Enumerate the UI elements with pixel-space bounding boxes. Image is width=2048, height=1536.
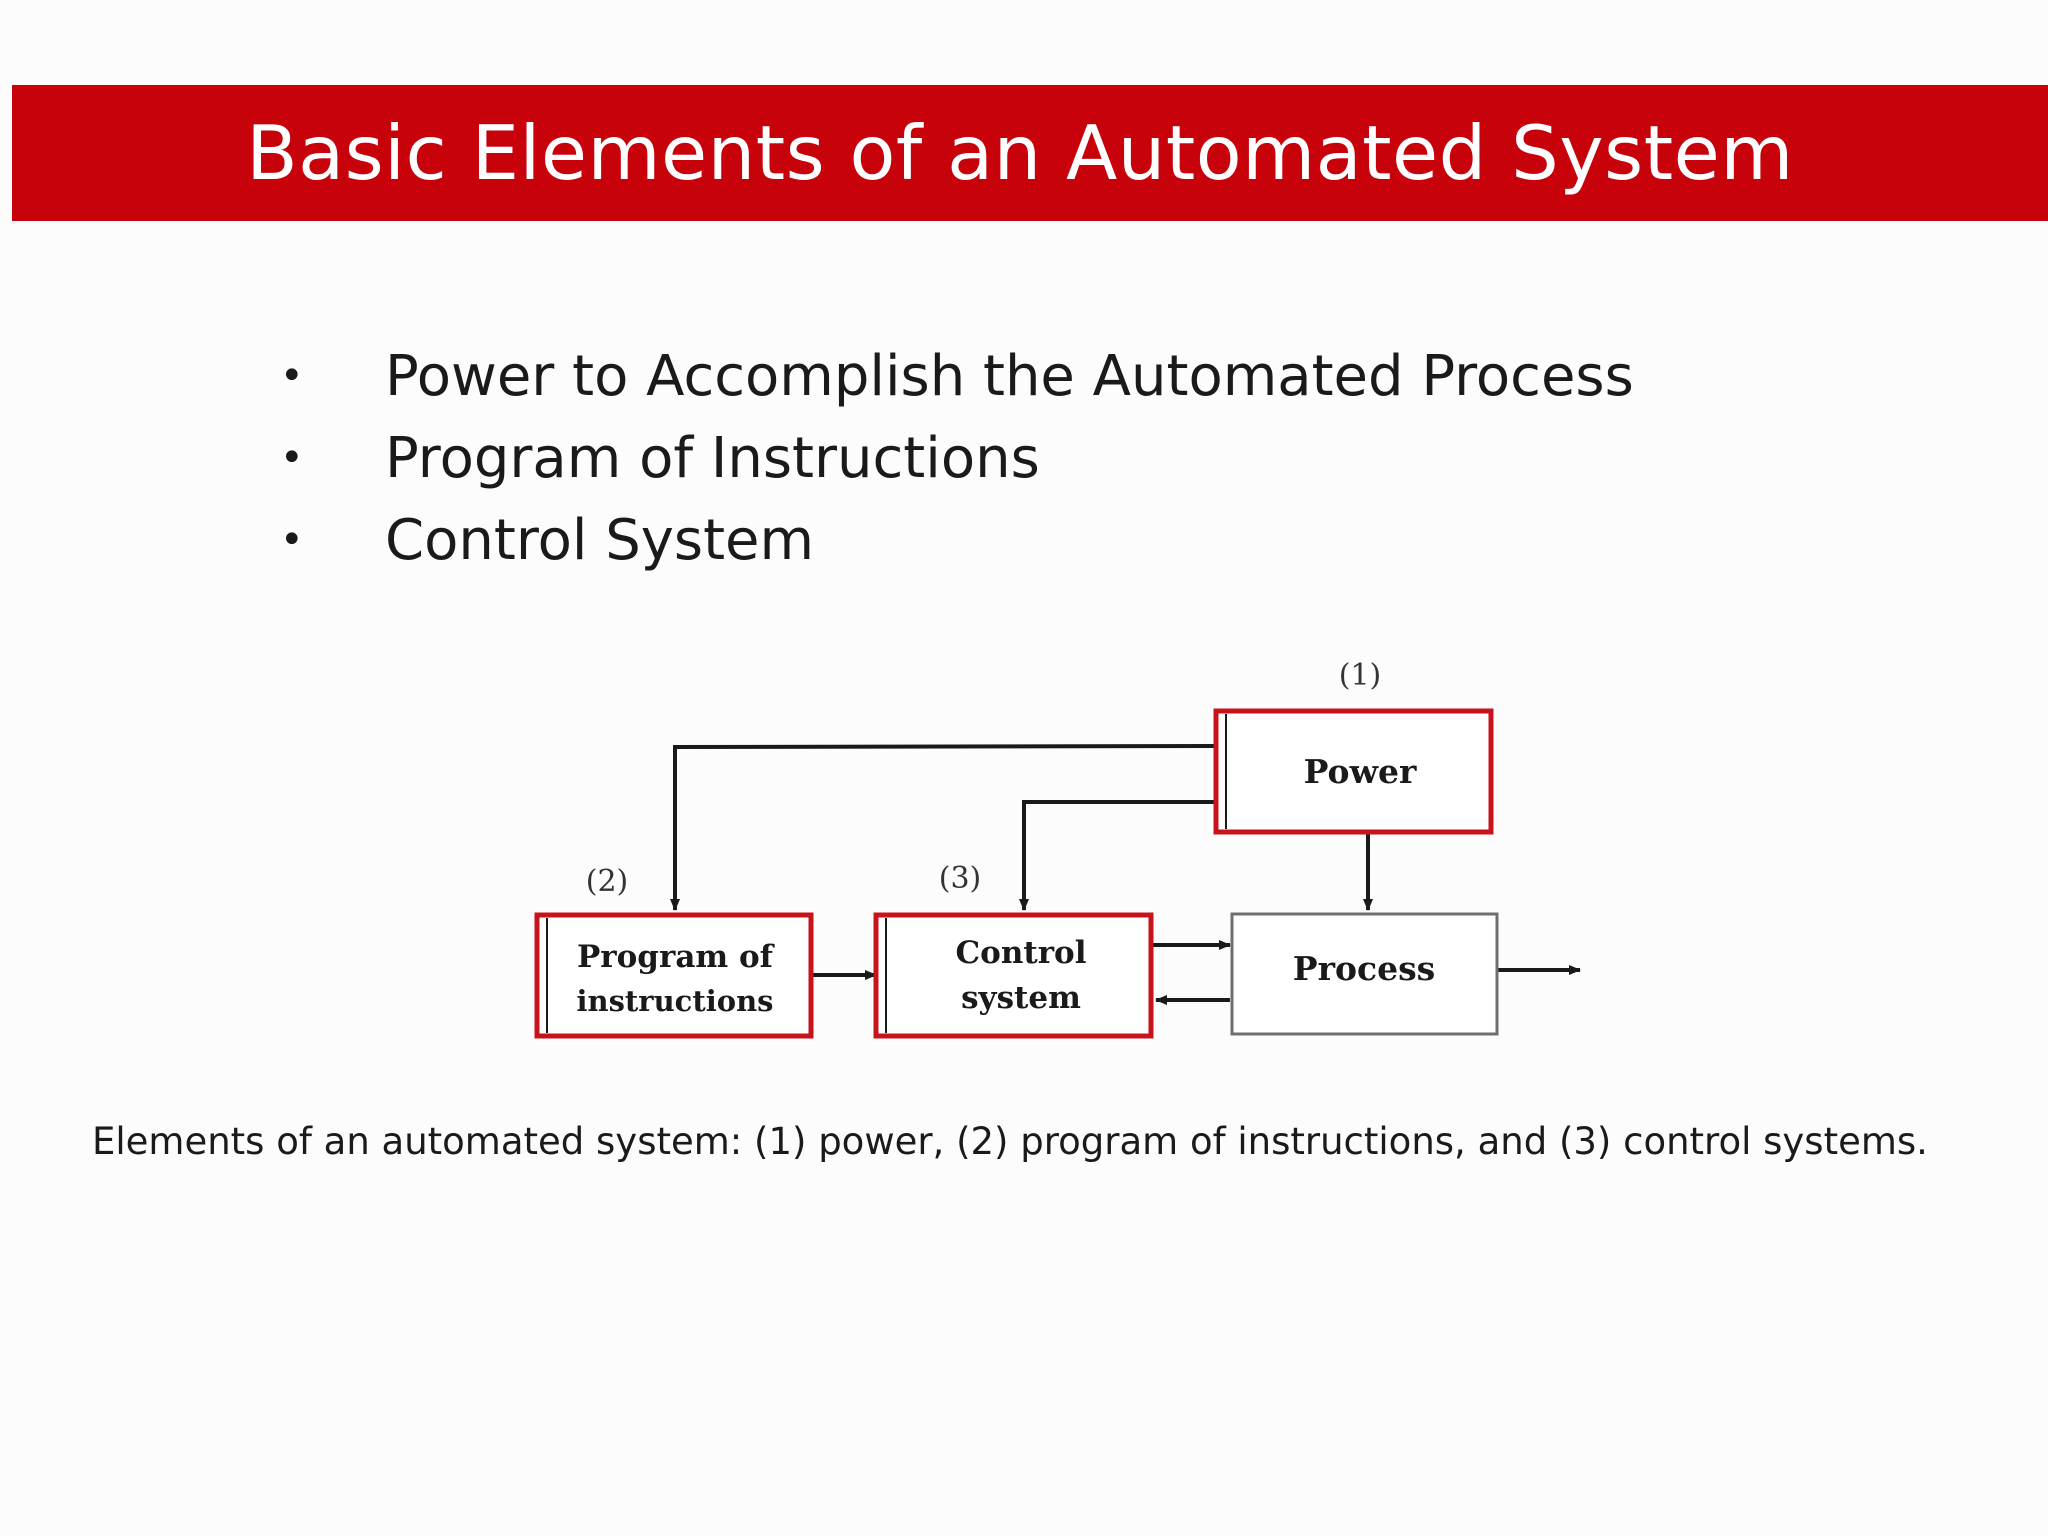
title-bar: Basic Elements of an Automated System <box>12 85 2048 221</box>
connector-power-to-control <box>1019 800 1216 911</box>
bullet-marker: • <box>280 353 304 399</box>
program-label-line2: instructions <box>576 984 773 1018</box>
power-label: Power <box>1304 752 1417 791</box>
process-box: Process <box>1230 912 1499 1036</box>
program-box: Program of instructions <box>534 912 814 1039</box>
process-label: Process <box>1293 949 1435 988</box>
bullet-text-power: Power to Accomplish the Automated Proces… <box>385 343 1634 409</box>
control-label-line2: system <box>961 980 1081 1016</box>
bullet-list: • Power to Accomplish the Automated Proc… <box>280 335 1634 581</box>
power-box: Power <box>1213 708 1494 835</box>
control-label-line1: Control <box>956 935 1087 971</box>
bullet-text-control: Control System <box>385 507 815 573</box>
bullet-item: • Control System <box>280 499 1634 581</box>
program-label-line1: Program of <box>577 939 775 975</box>
connector-power-to-program <box>670 744 1217 911</box>
bullet-item: • Power to Accomplish the Automated Proc… <box>280 335 1634 417</box>
bullet-marker: • <box>280 435 304 481</box>
program-number: (2) <box>586 864 629 899</box>
bullet-marker: • <box>280 517 304 563</box>
control-number: (3) <box>939 861 982 896</box>
bullet-text-program: Program of Instructions <box>385 425 1040 491</box>
slide-title: Basic Elements of an Automated System <box>246 109 1794 197</box>
figure-caption: Elements of an automated system: (1) pow… <box>92 1120 1928 1163</box>
bullet-item: • Program of Instructions <box>280 417 1634 499</box>
control-box: Control system <box>873 912 1154 1039</box>
power-number: (1) <box>1339 658 1382 693</box>
